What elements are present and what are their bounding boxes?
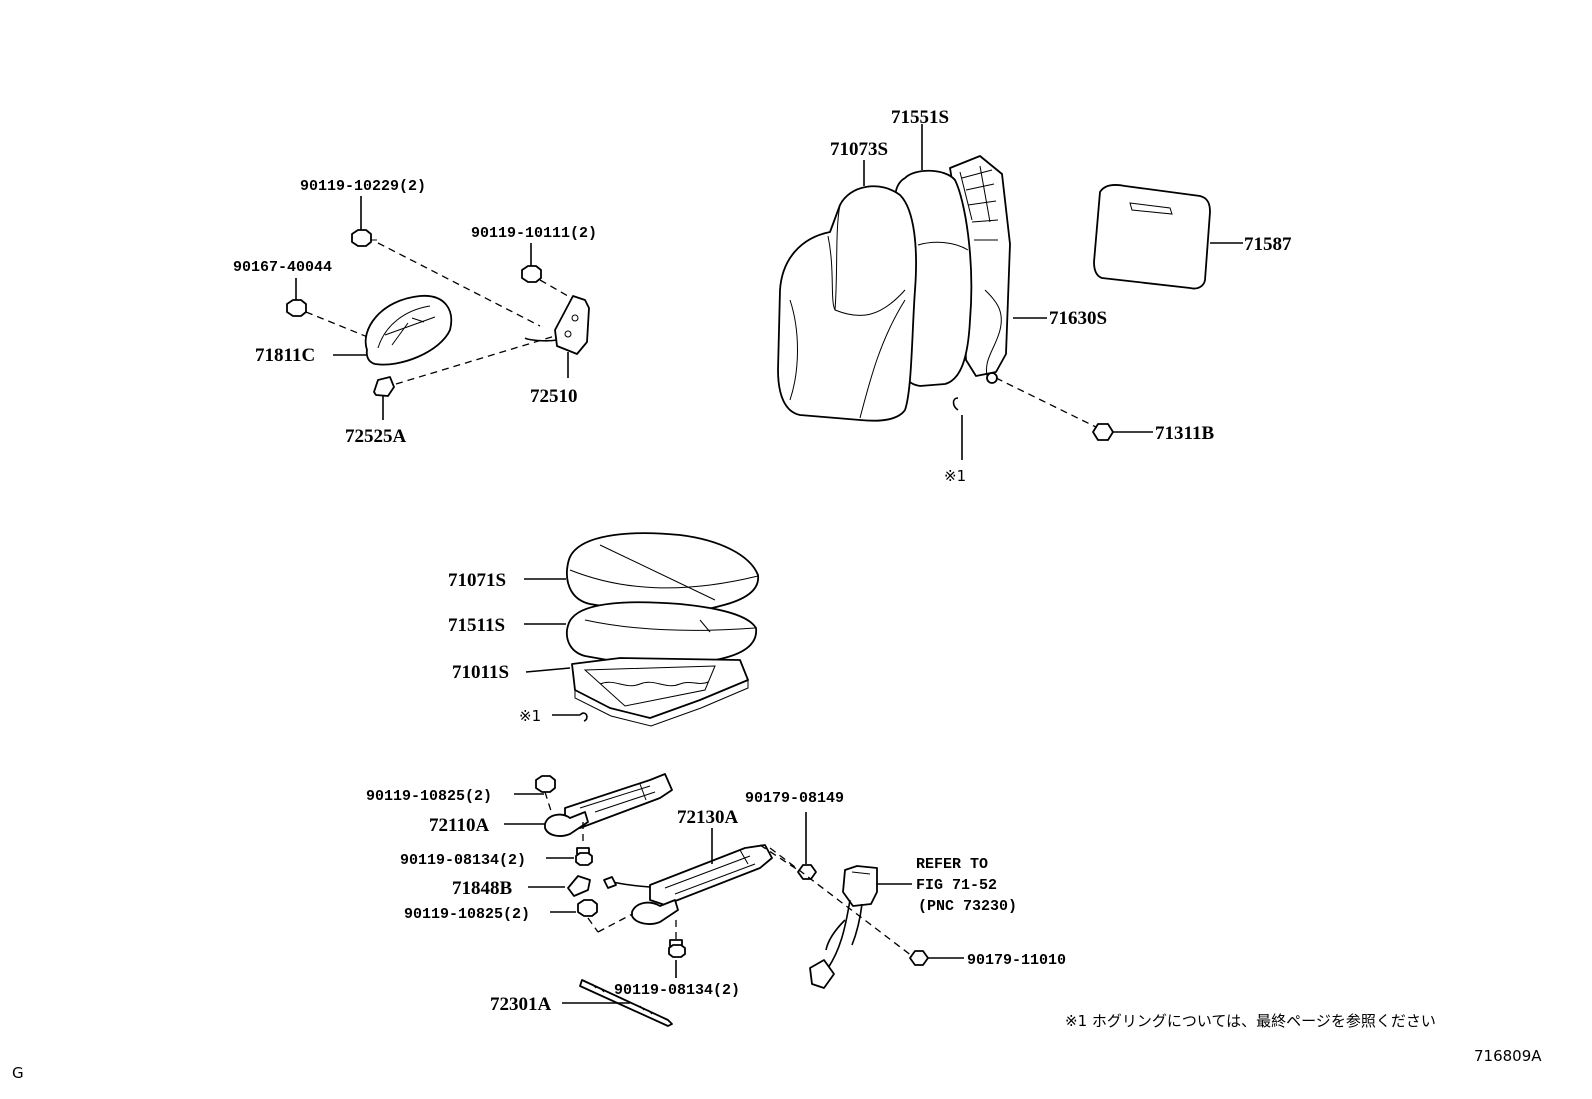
bolt-90167-40044	[286, 278, 307, 317]
label-71511S: 71511S	[448, 615, 505, 636]
hog-ring-cushion	[552, 712, 588, 722]
leader-dash	[377, 242, 541, 327]
footnote: ※1 ホグリングについては、最終ページを参照ください	[1065, 1012, 1436, 1030]
refer-line-2: FIG 71-52	[916, 877, 997, 894]
label-71848B: 71848B	[452, 878, 513, 899]
label-72110A: 72110A	[429, 815, 489, 836]
side-cover-71811C	[333, 295, 453, 366]
label-71071S: 71071S	[448, 570, 506, 591]
label-90179-08149: 90179-08149	[745, 790, 844, 807]
adjuster-72130A	[603, 828, 773, 925]
label-90167-40044: 90167-40044	[233, 259, 332, 276]
bolt-90119-08134-a	[546, 847, 593, 866]
label-90119-08134-b: 90119-08134(2)	[614, 982, 740, 999]
label-71551S: 71551S	[891, 107, 949, 128]
refer-line-3: (PNC 73230)	[918, 898, 1017, 915]
label-90119-10229: 90119-10229(2)	[300, 178, 426, 195]
label-71073S: 71073S	[830, 139, 888, 160]
label-hog-ring-ref-back: ※1	[944, 467, 966, 485]
leader-dash	[587, 917, 599, 933]
corner-left-mark: G	[12, 1064, 24, 1082]
cushion-frame-71011S	[525, 657, 749, 727]
adjuster-72110A	[504, 773, 673, 837]
label-90179-11010: 90179-11010	[967, 952, 1066, 969]
bolt-90119-08134-b	[668, 920, 686, 978]
cushion-cover-71071S	[524, 532, 759, 614]
knob-72525A	[373, 376, 395, 420]
refer-line-1: REFER TO	[916, 856, 988, 873]
label-72130A: 72130A	[677, 807, 739, 828]
nut-90179-08149	[797, 812, 817, 880]
leader-dash	[539, 279, 576, 301]
label-90119-10825-b: 90119-10825(2)	[404, 906, 530, 923]
bolt-90119-10825-a	[514, 775, 556, 795]
label-71811C: 71811C	[255, 345, 315, 366]
leader-dash	[759, 844, 799, 871]
seat-belt-buckle	[809, 865, 912, 989]
label-hog-ring-ref-cushion: ※1	[519, 707, 541, 725]
label-72301A: 72301A	[490, 994, 552, 1015]
seatback-cover-71073S	[777, 160, 917, 422]
rod-72301A	[562, 979, 673, 1027]
bolt-90119-10229	[351, 196, 377, 247]
leader-dash	[305, 311, 376, 341]
leader-dash	[544, 791, 553, 815]
label-90119-10825-a: 90119-10825(2)	[366, 788, 492, 805]
leader-dash	[395, 335, 556, 385]
headrest-71587	[1093, 184, 1243, 290]
label-71311B: 71311B	[1155, 423, 1214, 444]
illustration-number: 716809A	[1474, 1047, 1542, 1065]
label-71630S: 71630S	[1049, 308, 1107, 329]
label-90119-10111: 90119-10111(2)	[471, 225, 597, 242]
nut-71311B	[1092, 423, 1153, 441]
hinge-72510	[524, 295, 590, 378]
cover-71848B	[528, 875, 591, 897]
leader-dash	[995, 377, 1099, 429]
label-71011S: 71011S	[452, 662, 509, 683]
bolt-90119-10111	[521, 243, 542, 283]
label-72510: 72510	[530, 386, 578, 407]
label-72525A: 72525A	[345, 426, 407, 447]
hog-ring-back	[952, 397, 963, 460]
cushion-pad-71511S	[524, 601, 757, 667]
nut-90179-11010	[909, 950, 964, 966]
label-71587: 71587	[1244, 234, 1292, 255]
label-90119-08134-a: 90119-08134(2)	[400, 852, 526, 869]
leader-dash	[769, 847, 913, 957]
bolt-90119-10825-b	[550, 899, 598, 917]
